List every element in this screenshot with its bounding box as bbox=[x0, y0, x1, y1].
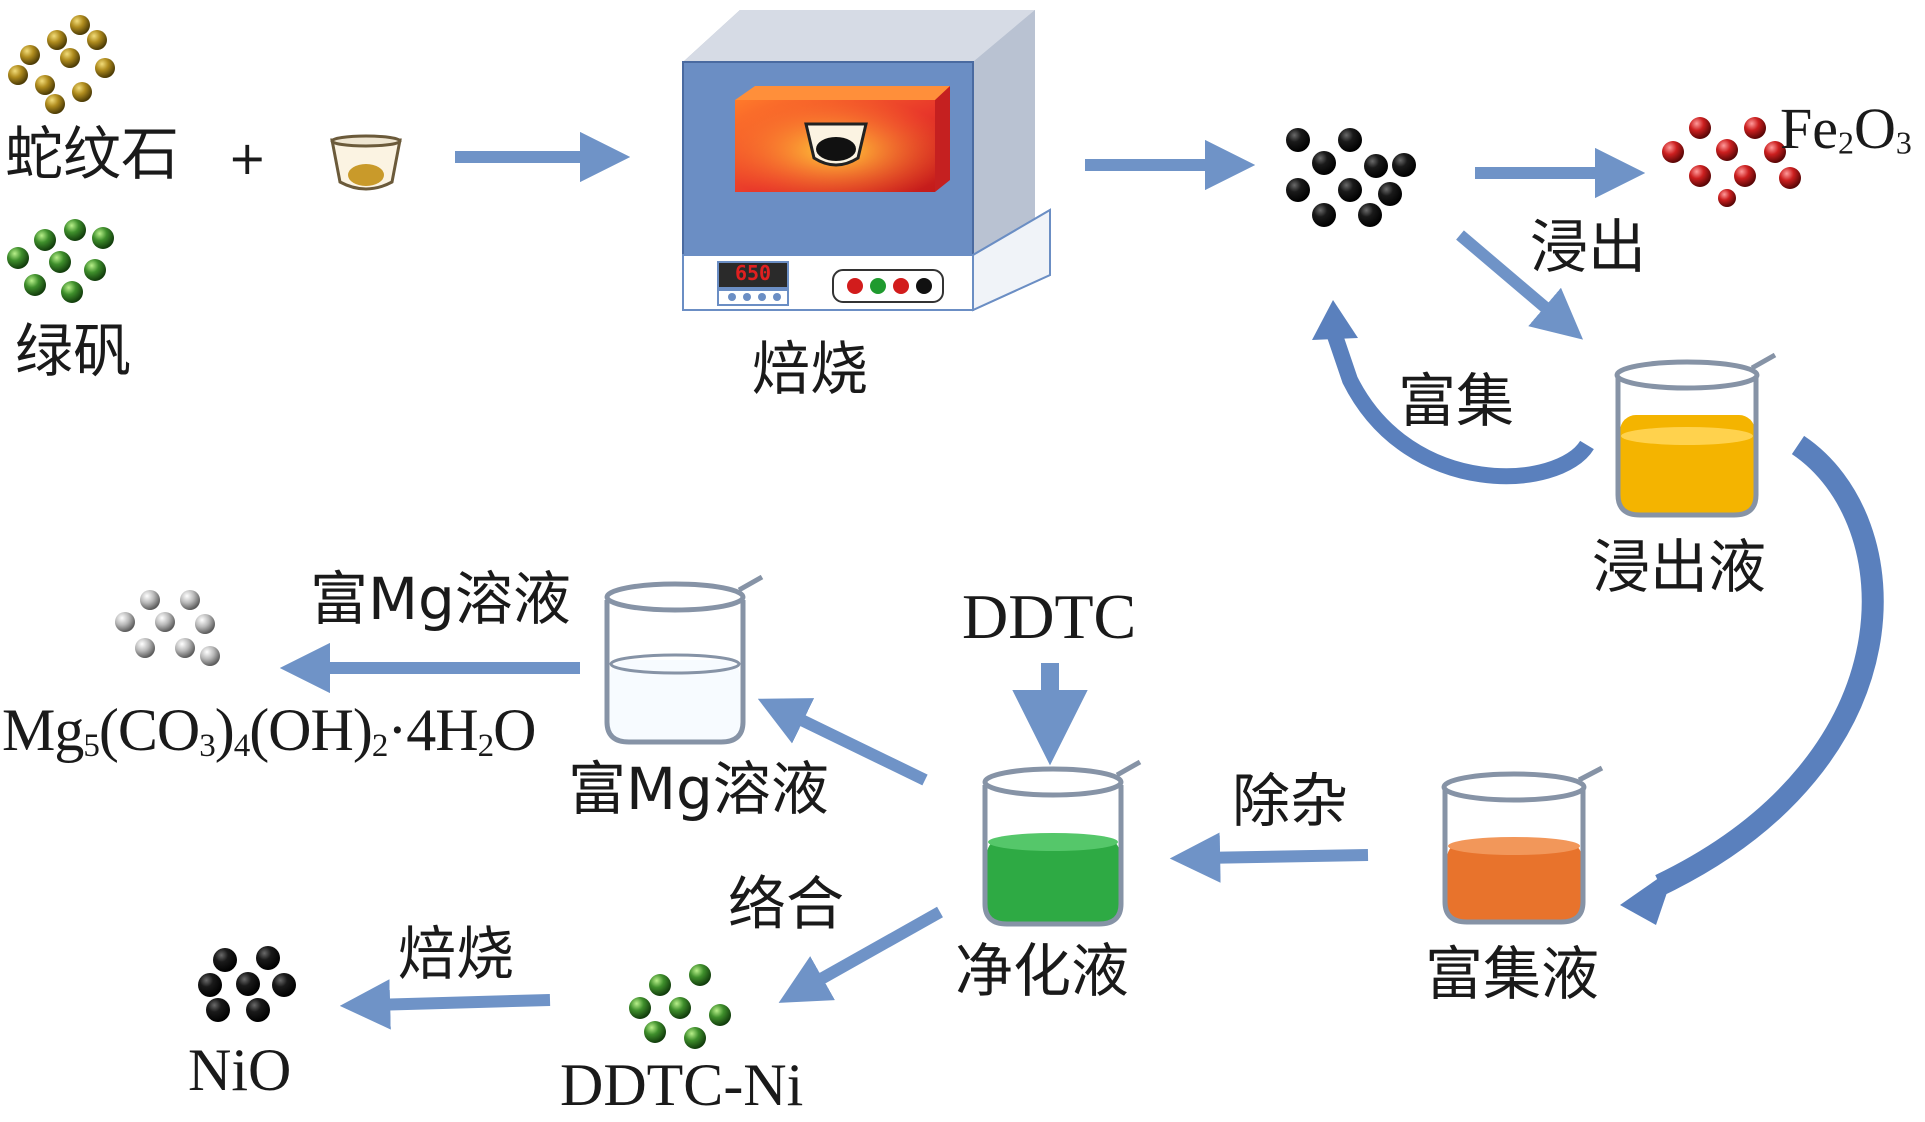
leachate-beaker-icon bbox=[1614, 352, 1777, 518]
black-spheres-icon bbox=[1286, 128, 1416, 227]
arrow-to-ddtc-ni bbox=[778, 906, 943, 1003]
flow-arrows bbox=[279, 131, 1646, 1030]
mg-f-8: ·4H bbox=[387, 697, 478, 763]
mg-f-0: Mg bbox=[2, 697, 84, 763]
ddtc-ni-label: DDTC-Ni bbox=[560, 1052, 804, 1118]
mg-f-5: 4 bbox=[233, 727, 250, 764]
mg-f-10: O bbox=[493, 697, 536, 763]
silver-spheres-icon bbox=[115, 590, 220, 666]
plus-sign: + bbox=[228, 131, 267, 185]
mg-carbonate-formula: Mg5(CO3)4(OH)2·4H2O bbox=[2, 697, 536, 764]
leaching-label: 浸出 bbox=[1530, 213, 1647, 281]
enrichment-label: 富集 bbox=[1398, 367, 1515, 435]
mg-f-6: (OH) bbox=[249, 697, 373, 763]
curved-arrow-to-enriched bbox=[1620, 435, 1884, 925]
impurity-removal-label: 除杂 bbox=[1232, 767, 1349, 835]
complexation-label: 络合 bbox=[728, 870, 845, 938]
ddtc-ni-spheres-icon bbox=[629, 964, 731, 1049]
roasting2-label: 焙烧 bbox=[398, 920, 515, 988]
green-spheres-icon bbox=[7, 219, 114, 303]
fe2o3-sub-2: 2 bbox=[1838, 125, 1854, 161]
purified-liquid-label: 净化液 bbox=[955, 937, 1130, 1005]
arrow-impurity-removal bbox=[1169, 832, 1369, 883]
mg-f-1: 5 bbox=[83, 727, 99, 764]
arrow-to-nio bbox=[339, 979, 551, 1030]
roasting-label: 焙烧 bbox=[752, 335, 869, 403]
nio-label: NiO bbox=[188, 1037, 292, 1103]
fe2o3-part-o: O bbox=[1853, 96, 1896, 161]
mg-solution-beaker-icon bbox=[604, 574, 764, 745]
gold-spheres-icon bbox=[8, 15, 115, 114]
curved-arrow-enrichment-loop bbox=[1312, 300, 1594, 485]
arrow-to-leachate bbox=[1456, 230, 1584, 340]
mg-f-3: 3 bbox=[199, 727, 215, 764]
purified-beaker-icon bbox=[982, 759, 1142, 927]
leachate-label: 浸出液 bbox=[1592, 533, 1767, 601]
mg-solution-beaker-label: 富Mg溶液 bbox=[568, 755, 829, 823]
mg-f-7: 2 bbox=[371, 727, 388, 764]
red-spheres-icon bbox=[1662, 117, 1801, 207]
crucible-icon bbox=[330, 134, 402, 191]
green-vitriol-label: 绿矾 bbox=[15, 317, 132, 385]
fe2o3-formula: Fe2O3 bbox=[1780, 100, 1912, 160]
mg-f-4: ) bbox=[214, 697, 235, 763]
serpentine-label: 蛇纹石 bbox=[5, 120, 180, 188]
furnace-display: 650 bbox=[734, 261, 772, 285]
ddtc-reagent-label: DDTC bbox=[962, 581, 1137, 652]
enriched-liquid-label: 富集液 bbox=[1425, 940, 1600, 1008]
muffle-furnace-icon bbox=[682, 10, 1051, 312]
enriched-beaker-icon bbox=[1441, 765, 1604, 925]
mg-solution-arrow-label: 富Mg溶液 bbox=[310, 565, 571, 633]
arrow-to-mg-solution bbox=[757, 698, 928, 786]
nio-spheres-icon bbox=[198, 946, 296, 1022]
fe2o3-part-fe: Fe bbox=[1780, 96, 1838, 161]
fe2o3-sub-3: 3 bbox=[1895, 125, 1912, 161]
mg-f-2: (CO bbox=[98, 697, 200, 763]
mg-f-9: 2 bbox=[477, 727, 494, 764]
